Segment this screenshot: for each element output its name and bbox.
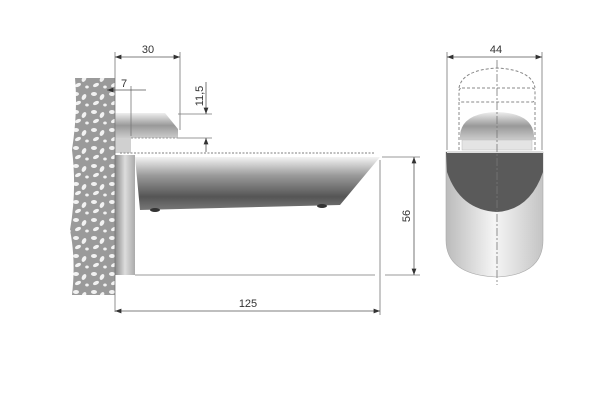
screw-right [317,204,327,208]
dim-glass-thickness: 11,5 [194,86,206,107]
dim-bracket-height: 56 [401,210,413,222]
clamp-neck [115,138,131,153]
dim-bracket-length: 125 [239,298,257,310]
wall-hatch [70,78,115,295]
dim-wall-offset: 7 [121,78,127,90]
bracket-front-view [445,60,544,285]
bracket-side-view [115,113,380,275]
wall-plate [115,155,135,275]
top-clamp [115,113,178,138]
screw-left [150,208,160,212]
dim-bracket-width: 44 [490,44,502,56]
dim-clamp-depth: 30 [142,44,154,56]
front-dark-face [446,152,543,212]
arm [135,157,380,210]
